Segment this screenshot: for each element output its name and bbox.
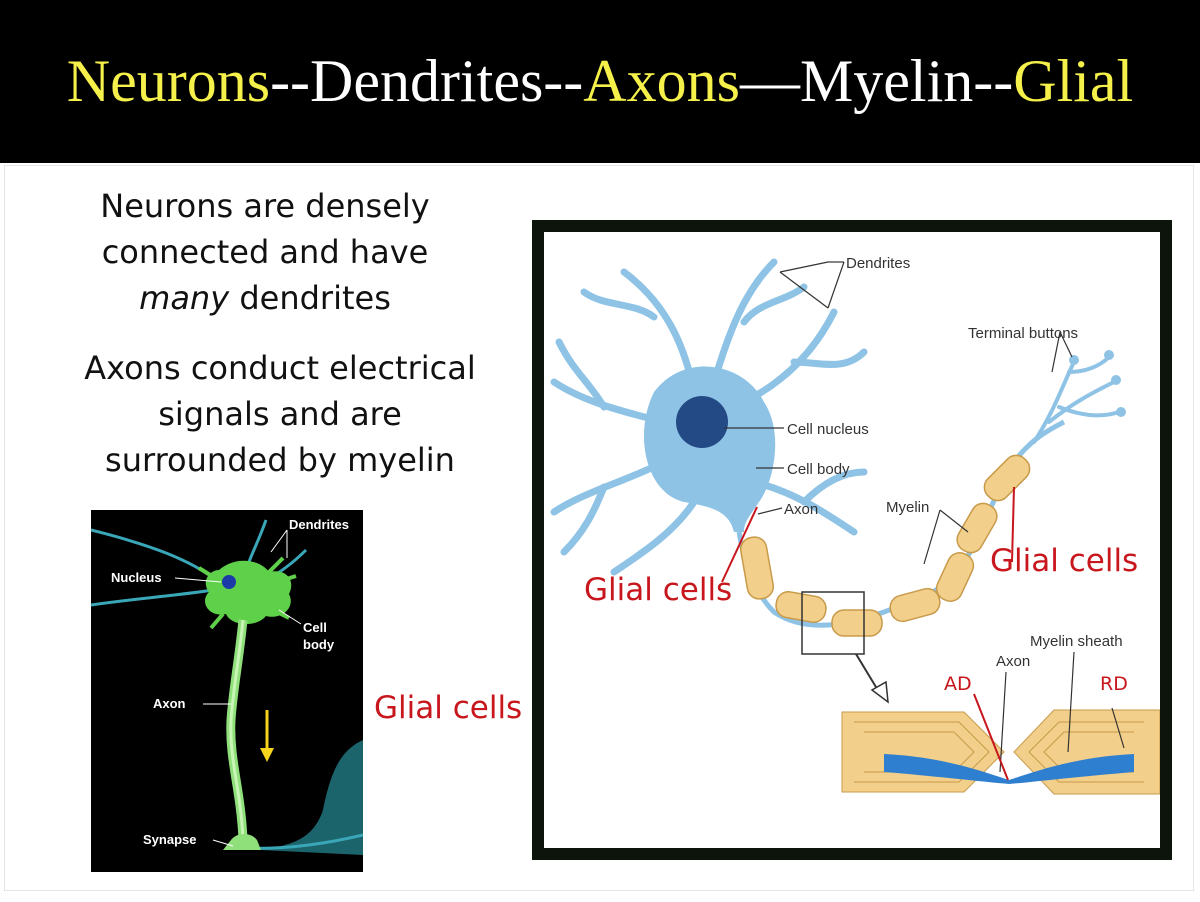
label-cell-body: Cell body <box>787 461 850 478</box>
label-myelin: Myelin <box>886 499 929 516</box>
title-word-myelin: Myelin <box>799 48 974 114</box>
glial-cells-label-upper: Glial cells <box>990 543 1139 579</box>
emphasis-many: many <box>139 279 230 317</box>
cell-nucleus-shape <box>676 396 728 448</box>
label-nucleus: Nucleus <box>111 570 162 585</box>
text-line: Axons conduct electrical <box>84 349 476 387</box>
axon-core-shape <box>884 754 1134 784</box>
text-line: connected and have <box>101 233 429 271</box>
label-dendrites: Dendrites <box>846 255 910 272</box>
label-ad: AD <box>944 673 972 695</box>
title-separator: — <box>739 48 800 114</box>
label-rd: RD <box>1100 673 1128 695</box>
glial-cells-label-left: Glial cells <box>374 690 523 726</box>
label-inset-axon: Axon <box>996 653 1030 670</box>
inset-highlight-box <box>801 591 865 655</box>
title-word-glial: Glial <box>1013 48 1134 114</box>
text-block-axons: Axons conduct electrical signals and are… <box>40 345 520 483</box>
glial-cells-label-lower: Glial cells <box>584 572 733 608</box>
neuron-illustration-right: Dendrites Terminal buttons Cell nucleus … <box>550 255 1160 795</box>
slide-title: Neurons--Dendrites--Axons—Myelin--Glial <box>0 0 1200 163</box>
label-terminal-buttons: Terminal buttons <box>968 325 1078 342</box>
text-line: surrounded by myelin <box>105 441 455 479</box>
text-line: many dendrites <box>40 275 490 321</box>
neuron-diagram-left: Dendrites Nucleus Cell body Axon Synapse <box>91 510 363 872</box>
title-word-neurons: Neurons <box>66 48 271 114</box>
label-cell-body-line1: Cell <box>303 620 327 635</box>
slide-content-frame <box>4 165 1194 891</box>
label-axon: Axon <box>784 501 818 518</box>
text-line: signals and are <box>158 395 402 433</box>
text-line: Neurons are densely <box>100 187 430 225</box>
neuron-illustration-left: Dendrites Nucleus Cell body Axon Synapse <box>91 517 363 855</box>
label-cell-nucleus: Cell nucleus <box>787 421 869 438</box>
inset-arrow-icon <box>870 680 889 704</box>
neuron-diagram-right: Dendrites Terminal buttons Cell nucleus … <box>532 220 1172 860</box>
title-separator: -- <box>543 48 584 114</box>
nucleus-shape <box>222 575 236 589</box>
title-word-dendrites: Dendrites <box>310 48 544 114</box>
label-axon: Axon <box>153 696 186 711</box>
label-myelin-sheath: Myelin sheath <box>1030 633 1123 650</box>
title-separator: -- <box>270 48 311 114</box>
title-word-axons: Axons <box>583 48 740 114</box>
label-cell-body-line2: body <box>303 637 335 652</box>
label-dendrites: Dendrites <box>289 517 349 532</box>
title-separator: -- <box>973 48 1014 114</box>
neuron-diagram-panel: Dendrites Terminal buttons Cell nucleus … <box>544 232 1160 848</box>
label-synapse: Synapse <box>143 832 196 847</box>
text-fragment: dendrites <box>229 279 391 317</box>
text-block-neurons: Neurons are densely connected and have m… <box>40 183 490 321</box>
